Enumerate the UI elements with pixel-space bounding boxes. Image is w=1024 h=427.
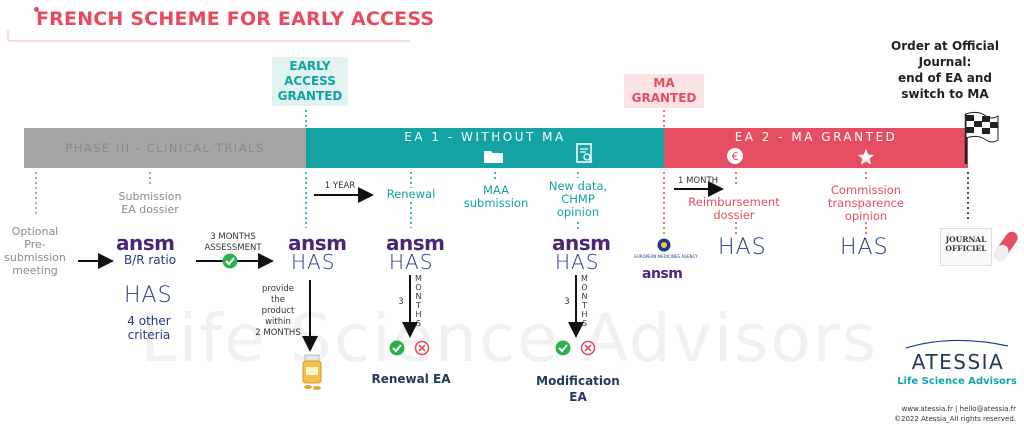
three-label: 3 [398,297,404,307]
phase3-band: PHASE III - CLINICAL TRIALS [24,128,306,168]
check-icon [389,340,405,356]
modification-ea-label: Modification EA [536,374,620,404]
commission-label: Commission transparence opinion [827,183,905,223]
ansm-logo: ansm [288,231,347,255]
ansm-logo: ansm [642,266,683,282]
ansm-logo: ansm [552,231,611,255]
page-title: FRENCH SCHEME FOR EARLY ACCESS [36,8,435,30]
ma-granted-tag: MA GRANTED [624,74,704,108]
reimbursement-label: Reimbursement dossier [688,195,780,222]
ema-logo-emblem [657,238,671,252]
svg-text:€: € [732,150,739,163]
atessia-logo-swoosh [905,339,1009,349]
atessia-tagline: Life Science Advisors [897,376,1017,387]
has-logo: HAS [840,235,889,260]
has-logo: HAS [124,283,173,308]
folder-icon [484,151,503,163]
has-logo: HAS [555,250,600,274]
euro-icon: € [727,148,743,164]
has-logo: HAS [389,250,434,274]
copyright: ©2022 Atessia_All rights reserved. [894,415,1016,423]
journal-officiel-logo: JOURNAL OFFICIEL [940,228,992,266]
has-logo: HAS [291,250,336,274]
order-official-journal-label: Order at Official Journal: end of EA and… [891,39,999,101]
cross-icon [580,340,596,356]
optional-meeting-label: Optional Pre- submission meeting [4,225,66,277]
document-search-icon [576,143,593,163]
title-bullet [34,7,39,12]
submission-label: Submission EA dossier [118,190,182,216]
ea2-band: EA 2 - MA GRANTED [664,128,968,168]
months-vertical-label: MONTHS [414,274,423,328]
cross-icon [414,340,430,356]
ansm-logo: ansm [386,231,445,255]
months-vertical-label: MONTHS [580,274,589,328]
check-icon [222,253,238,269]
renewal-label: Renewal [386,187,436,201]
ema-logo: EUROPEAN MEDICINES AGENCY [634,254,698,259]
watermark: Life Science Advisors [140,300,879,377]
renewal-ea-label: Renewal EA [371,372,451,386]
br-ratio-label: B/R ratio [123,253,177,267]
ansm-logo: ansm [116,231,175,255]
one-month-label: 1 MONTH [677,176,719,186]
new-data-label: New data, CHMP opinion [548,179,608,219]
has-logo: HAS [718,235,767,260]
star-icon [858,149,874,165]
title-underline [7,30,410,42]
contact-info: www.atessia.fr | hello@atessia.fr [901,405,1016,413]
check-icon [555,340,571,356]
checkered-flag-icon [964,111,999,164]
early-access-granted-tag: EARLY ACCESS GRANTED [272,57,348,106]
one-year-label: 1 YEAR [324,181,356,191]
provide-product-label: provide the product within 2 MONTHS [255,284,301,338]
maa-submission-label: MAA submission [463,183,529,210]
pill-icon [994,231,1018,261]
atessia-logo: ATESSIA [911,350,1005,374]
medicine-jar-icon [302,354,322,390]
other-criteria-label: 4 other criteria [127,314,171,342]
three-months-assessment-label: 3 MONTHS ASSESSMENT [204,232,262,253]
three-label: 3 [564,297,570,307]
